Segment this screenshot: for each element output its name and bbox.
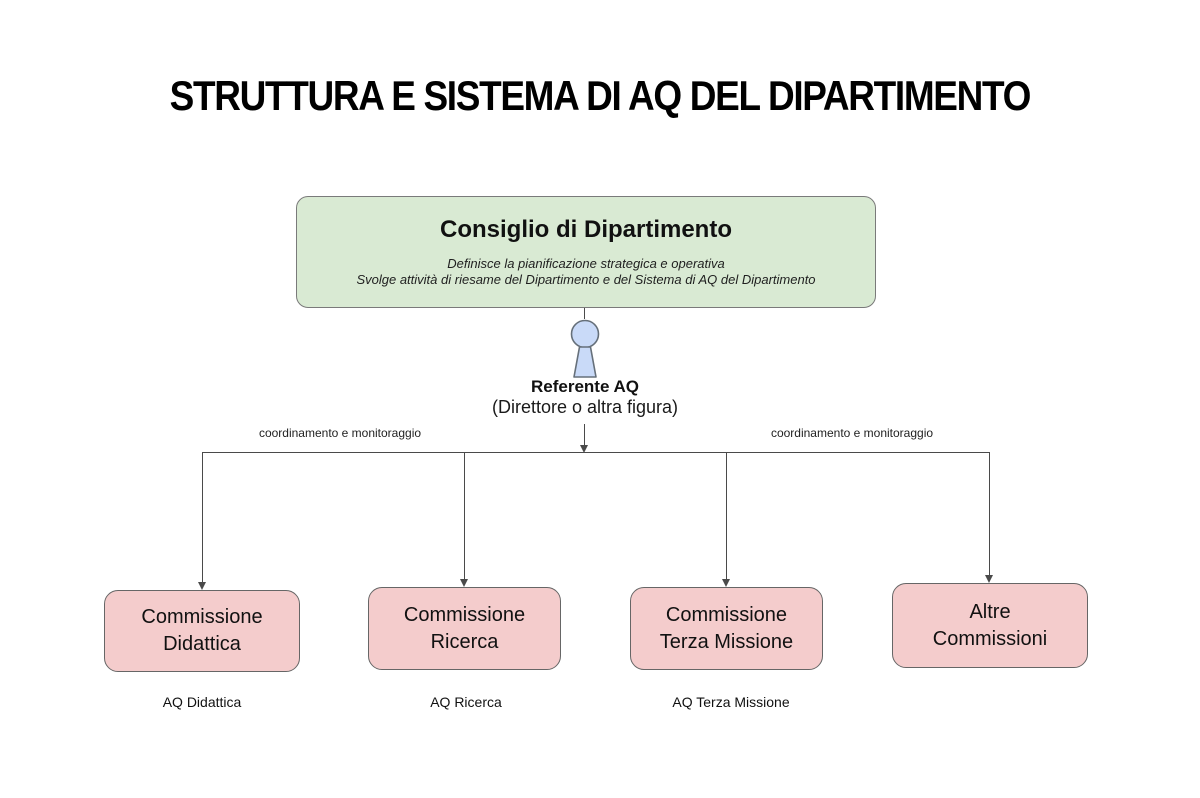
connector-drop-didattica [202, 452, 203, 582]
arrowhead-referente-bus [580, 445, 588, 453]
connector-drop-ricerca [464, 452, 465, 579]
arrowhead-altre [985, 575, 993, 583]
connector-referente-bus [584, 424, 585, 445]
connector-drop-terza-missione [726, 452, 727, 579]
aq-terza-missione-label: AQ Terza Missione [672, 694, 790, 710]
connector-consiglio-referente [584, 308, 585, 319]
arrowhead-didattica [198, 582, 206, 590]
page-title: STRUTTURA E SISTEMA DI AQ DEL DIPARTIMEN… [0, 72, 1200, 120]
commission-box-terza-missione: Commissione Terza Missione [630, 587, 823, 670]
commission-didattica-line2: Didattica [163, 633, 241, 655]
consiglio-desc-line2: Svolge attività di riesame del Dipartime… [356, 271, 816, 287]
commission-ricerca-line2: Ricerca [430, 630, 499, 653]
aq-ricerca-label: AQ Ricerca [430, 694, 502, 710]
commission-terza-missione-line2: Terza Missione [659, 630, 794, 653]
connector-horizontal-bus [202, 452, 990, 453]
commission-altre-line1: Altre [969, 600, 1011, 623]
referente-subtitle: (Direttore o altra figura) [491, 397, 679, 417]
connector-drop-altre [989, 452, 990, 575]
person-icon [563, 317, 607, 379]
consiglio-box: Consiglio di Dipartimento Definisce la p… [296, 196, 876, 308]
page-title-text: STRUTTURA E SISTEMA DI AQ DEL DIPARTIMEN… [169, 72, 1032, 119]
consiglio-title: Consiglio di Dipartimento [440, 216, 732, 243]
commission-ricerca-line1: Commissione [403, 603, 526, 626]
commission-terza-missione-line1: Commissione [665, 603, 788, 626]
consiglio-description: Definisce la pianificazione strategica e… [297, 256, 875, 288]
coordination-label-right: coordinamento e monitoraggio [770, 426, 934, 440]
commission-box-altre: Altre Commissioni [892, 583, 1088, 668]
commission-box-didattica: Commissione Didattica [104, 590, 300, 672]
coordination-label-left: coordinamento e monitoraggio [258, 426, 422, 440]
commission-altre-line2: Commissioni [932, 627, 1048, 650]
commission-didattica-line1: Commissione [141, 606, 263, 628]
arrowhead-ricerca [460, 579, 468, 587]
referente-name: Referente AQ [530, 377, 639, 396]
aq-didattica-label: AQ Didattica [162, 694, 242, 710]
commission-box-ricerca: Commissione Ricerca [368, 587, 561, 670]
consiglio-desc-line1: Definisce la pianificazione strategica e… [447, 256, 725, 271]
arrowhead-terza-missione [722, 579, 730, 587]
